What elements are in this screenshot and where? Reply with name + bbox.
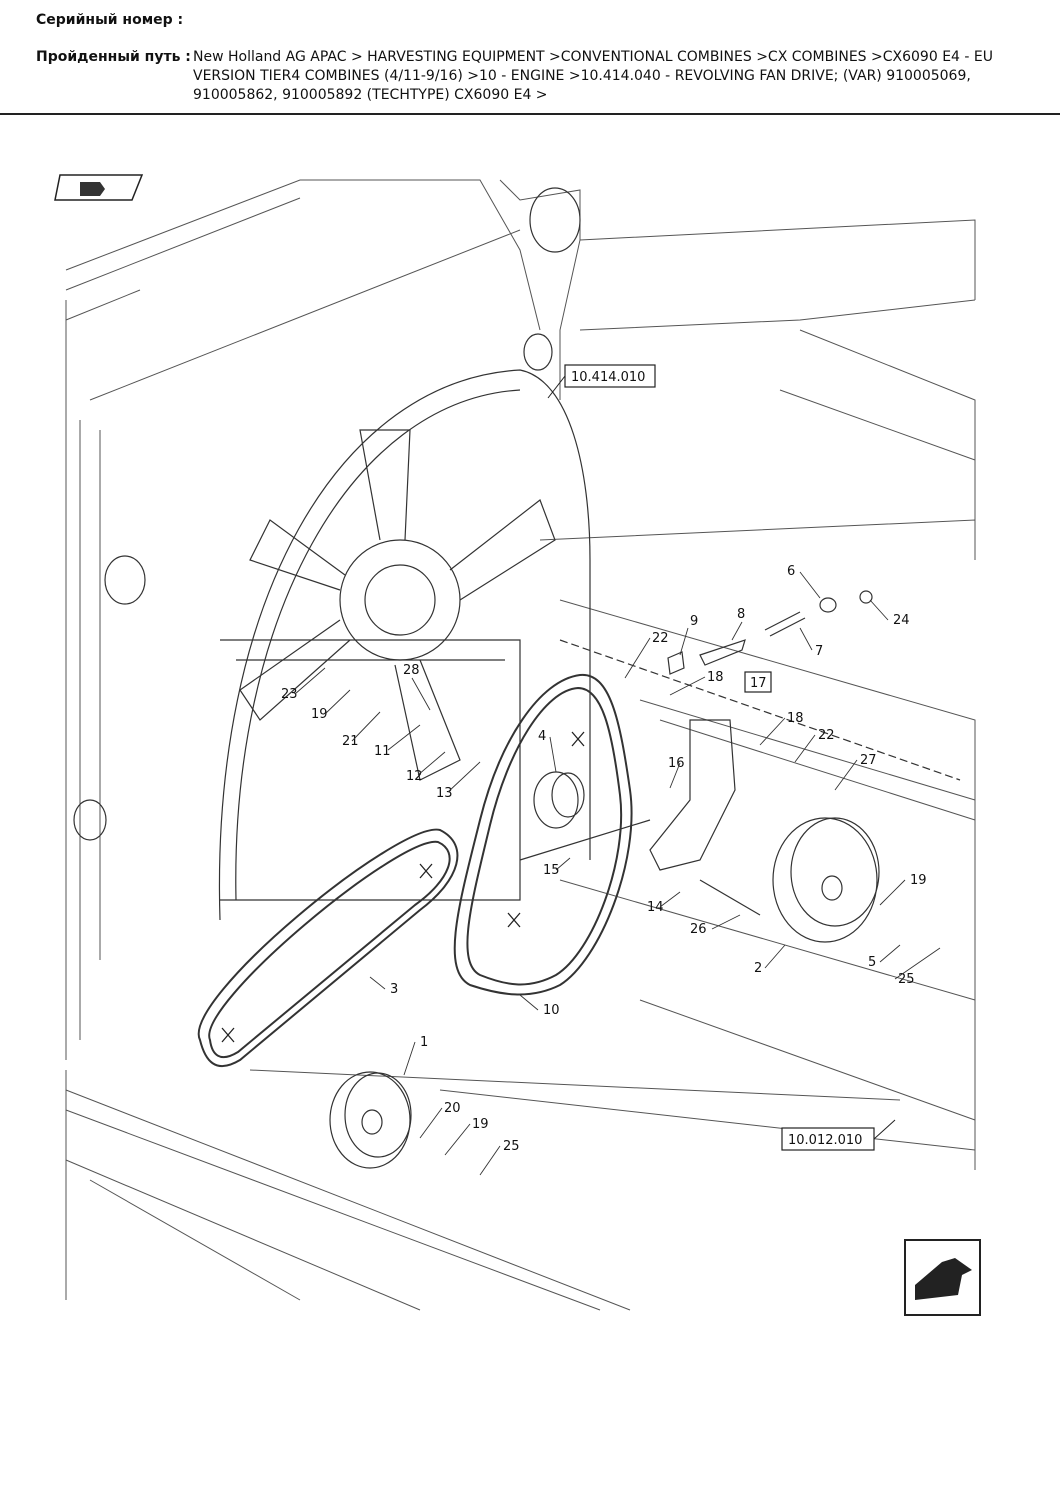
ref-box-fan-label: 10.414.010 [571, 370, 645, 385]
spring-7 [667, 590, 873, 675]
callout-25b: 25 [503, 1139, 520, 1154]
path-label: Пройденный путь : [36, 49, 191, 65]
pulley-1 [329, 1071, 412, 1169]
callout-16: 16 [668, 756, 685, 771]
ref-box-fan[interactable]: 10.414.010 [547, 364, 656, 399]
callout-5: 5 [868, 955, 876, 970]
cylinders [73, 187, 581, 841]
belt-10 [453, 673, 633, 996]
belt-3 [197, 828, 459, 1067]
callout-14: 14 [647, 900, 664, 915]
callout-13: 13 [436, 786, 453, 801]
next-page-icon[interactable] [904, 1239, 981, 1316]
pulley-4 [533, 771, 585, 829]
fan-shroud [218, 369, 591, 921]
callouts: 1 2 3 4 5 6 7 8 9 10 11 12 13 14 15 16 1… [281, 564, 927, 1154]
callout-26: 26 [690, 922, 707, 937]
callout-24: 24 [893, 613, 910, 628]
callout-25a: 25 [898, 972, 915, 987]
callout-15: 15 [543, 863, 560, 878]
callout-6: 6 [787, 564, 795, 579]
callout-12: 12 [406, 769, 423, 784]
belt-x-marks [221, 731, 585, 1043]
callout-7: 7 [815, 644, 823, 659]
callout-22a: 22 [652, 631, 669, 646]
leader-lines [294, 571, 941, 1176]
callout-21: 21 [342, 734, 359, 749]
callout-10: 10 [543, 1003, 560, 1018]
machine-frame [65, 179, 976, 1311]
callout-17: 17 [750, 676, 767, 691]
callout-27: 27 [860, 753, 877, 768]
callout-8: 8 [737, 607, 745, 622]
callout-23: 23 [281, 687, 298, 702]
ref-box-frame-label: 10.012.010 [788, 1133, 862, 1148]
callout-11: 11 [374, 744, 391, 759]
ref-box-frame[interactable]: 10.012.010 [781, 1119, 896, 1151]
callout-4: 4 [538, 729, 546, 744]
callout-20: 20 [444, 1101, 461, 1116]
callout-3: 3 [390, 982, 398, 997]
pulley-2 [772, 817, 880, 943]
callout-18a: 18 [707, 670, 724, 685]
callout-box-17 [744, 671, 772, 693]
callout-28: 28 [403, 663, 420, 678]
serial-number-label: Серийный номер : [36, 12, 184, 28]
header-divider [0, 113, 1060, 115]
parts-diagram: 10.414.010 10.012.010 1 2 3 4 5 6 7 8 9 … [54, 174, 981, 1316]
callout-9: 9 [690, 614, 698, 629]
callout-2: 2 [754, 961, 762, 976]
breadcrumb[interactable]: New Holland AG APAC > HARVESTING EQUIPME… [193, 49, 993, 103]
tensioner-arm [519, 639, 961, 916]
callout-18b: 18 [787, 711, 804, 726]
callout-19a: 19 [311, 707, 328, 722]
callout-19c: 19 [472, 1117, 489, 1132]
callout-22b: 22 [818, 728, 835, 743]
previous-page-icon[interactable] [54, 174, 144, 201]
callout-1: 1 [420, 1035, 428, 1050]
callout-19b: 19 [910, 873, 927, 888]
